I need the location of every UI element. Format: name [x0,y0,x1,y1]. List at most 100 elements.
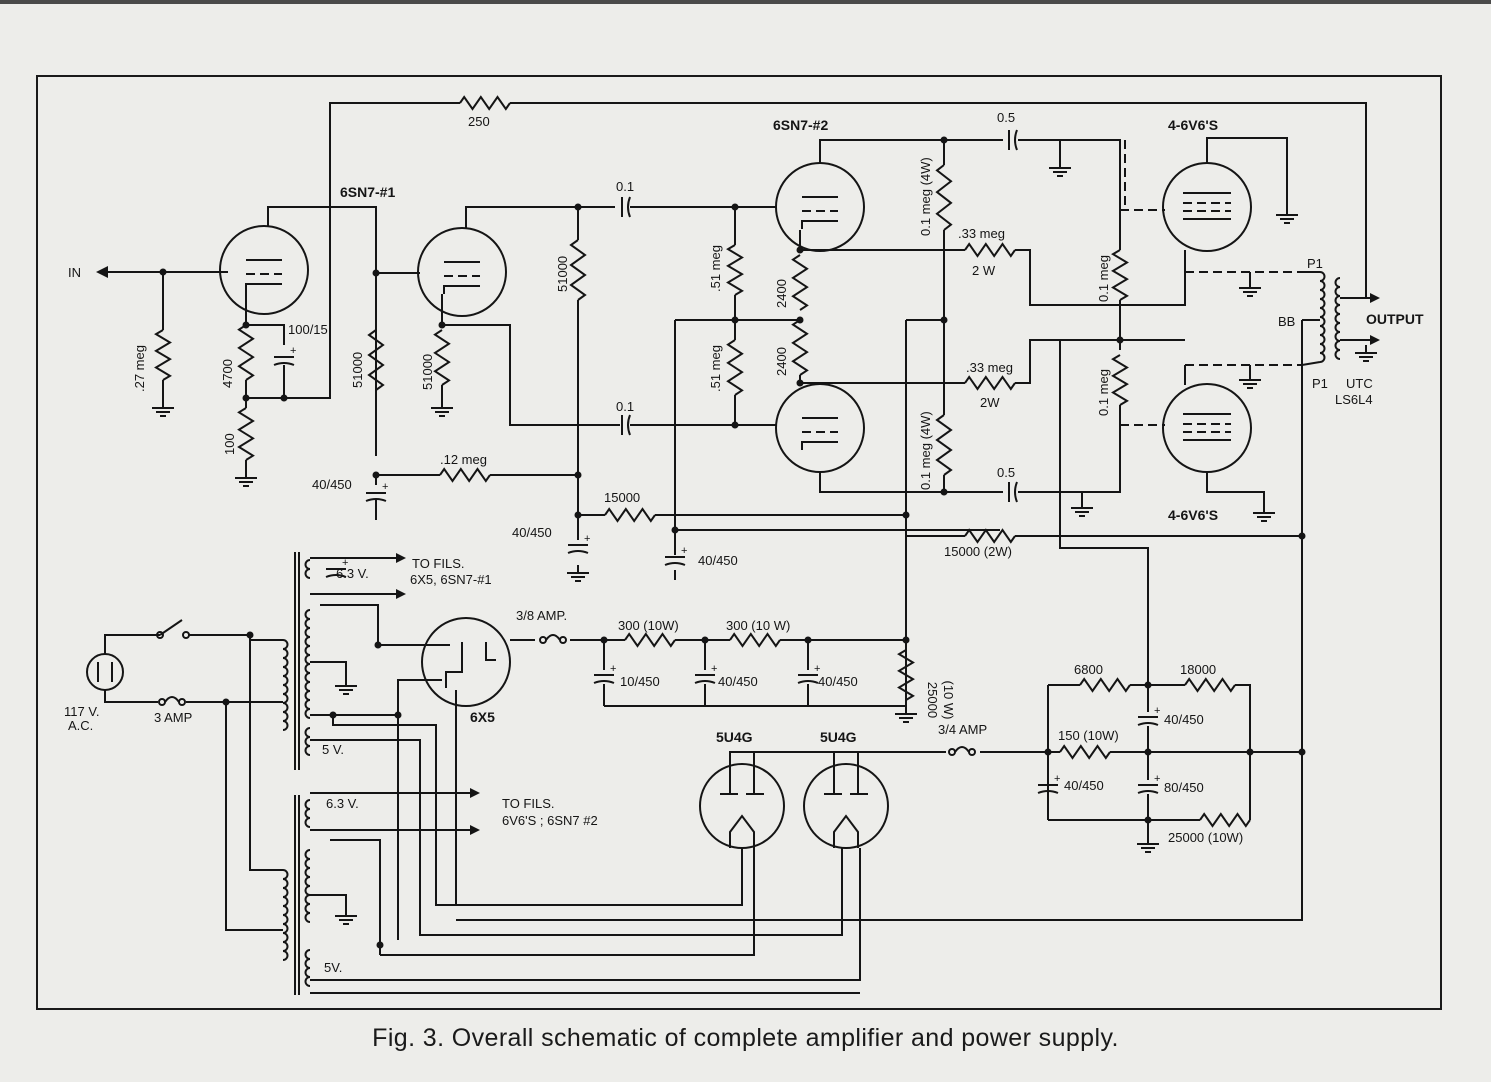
resistor [935,164,953,231]
wire [1018,139,1121,210]
plus-sign: + [584,533,590,545]
label-c-dec2: 40/450 [512,525,552,540]
schematic-frame [36,75,1442,1010]
junction-dot [940,136,948,144]
transformer-winding [282,869,289,961]
wire [332,715,743,906]
junction-dot [731,203,739,211]
wire [380,848,755,956]
junction-dot [1298,748,1306,756]
fuse-icon [948,748,956,756]
wire [1018,425,1121,493]
resistor [964,242,1016,258]
wire [330,839,381,955]
junction-dot [731,316,739,324]
resistor [1111,354,1129,406]
junction-dot [731,421,739,429]
resistor [604,507,656,523]
label-c-p6: 80/450 [1164,780,1204,795]
label-transformer: UTC [1346,376,1373,391]
label-c-p4: 40/450 [1164,712,1204,727]
junction-dot [242,394,250,402]
junction-dot [902,636,910,644]
resistor [237,407,255,461]
label-r-dec3: 15000 (2W) [944,544,1012,559]
label-mains-ac: A.C. [68,718,93,733]
arrow-icon [1370,293,1380,303]
tube-5u4g-a-circle [699,763,785,849]
label-mains: 117 V. [64,704,99,719]
label-tube-output-bottom: 4-6V6'S [1168,507,1218,523]
plus-sign: + [1154,705,1160,717]
label-r-plate-a: 0.1 meg (4W) [918,157,933,236]
label-c-p5: 40/450 [1064,778,1104,793]
transformer-winding [1319,271,1326,363]
label-r-25000b: 25000 (10W) [1168,830,1243,845]
wire [1235,684,1251,752]
label-fuse-38: 3/8 AMP. [516,608,567,623]
transformer-winding [304,799,311,828]
label-bb: BB [1278,314,1295,329]
label-transformer-model: LS6L4 [1335,392,1373,407]
components: +++++++++++ [86,95,1380,987]
label-tube-5u4g-a: 5U4G [716,729,753,745]
transformer-winding [1334,277,1341,360]
arrow-icon [396,553,406,563]
tube-cathode [801,220,838,229]
junction-dot [372,471,380,479]
label-c-coupling-1: 0.1 [616,179,634,194]
resistor [791,254,809,311]
label-fuse-main: 3 AMP [154,710,192,725]
label-c-dec1: 40/450 [312,477,352,492]
label-r-300a: 300 (10W) [618,618,679,633]
junction-dot [796,246,804,254]
label-p1-bottom: P1 [1312,376,1328,391]
label-r-feedback: 250 [468,114,490,129]
plus-sign: + [1054,773,1060,785]
plus-sign: + [1154,773,1160,785]
junction-dot [902,511,910,519]
transformer-winding [304,727,311,756]
tube-v1b-circle [417,227,507,317]
wire [819,139,944,163]
wire [1301,361,1321,366]
junction-dot [1246,748,1254,756]
junction-dot [1298,532,1306,540]
label-r-dec1: .12 meg [440,452,487,467]
junction-dot [804,636,812,644]
junction-dot [600,636,608,644]
switch-icon [156,631,164,639]
arrow-icon [470,788,480,798]
input-arrow-icon [96,266,108,278]
wire [442,324,620,426]
junction-dot [280,394,288,402]
capacitor [1137,790,1159,794]
label-r-plate-b: 0.1 meg (4W) [918,411,933,490]
capacitor [1137,722,1159,726]
resistor [1199,812,1251,828]
label-c-p2: 40/450 [718,674,758,689]
tube-filament [833,814,859,848]
resistor [791,319,809,376]
tube-5u4g-b-circle [803,763,889,849]
junction-dot [940,488,948,496]
resistor [935,414,953,476]
wire [397,679,442,715]
plus-sign: + [342,557,348,569]
capacitor [797,680,819,684]
label-c-dec3: 40/450 [698,553,738,568]
tube-6x5-cathode [445,642,463,688]
page-top-rule [0,0,1491,4]
resistor [439,467,491,483]
fuse-icon [545,634,561,641]
label-tube-v2: 6SN7-#2 [773,117,828,133]
wire [1206,137,1288,207]
wire [104,690,158,703]
label-r-g3b: .51 meg [708,345,723,392]
capacitor [627,196,631,218]
label-tube-output-top: 4-6V6'S [1168,117,1218,133]
junction-dot [372,269,380,277]
capacitor [1014,129,1018,151]
wiring [98,102,1378,995]
fuse-icon [954,746,970,753]
